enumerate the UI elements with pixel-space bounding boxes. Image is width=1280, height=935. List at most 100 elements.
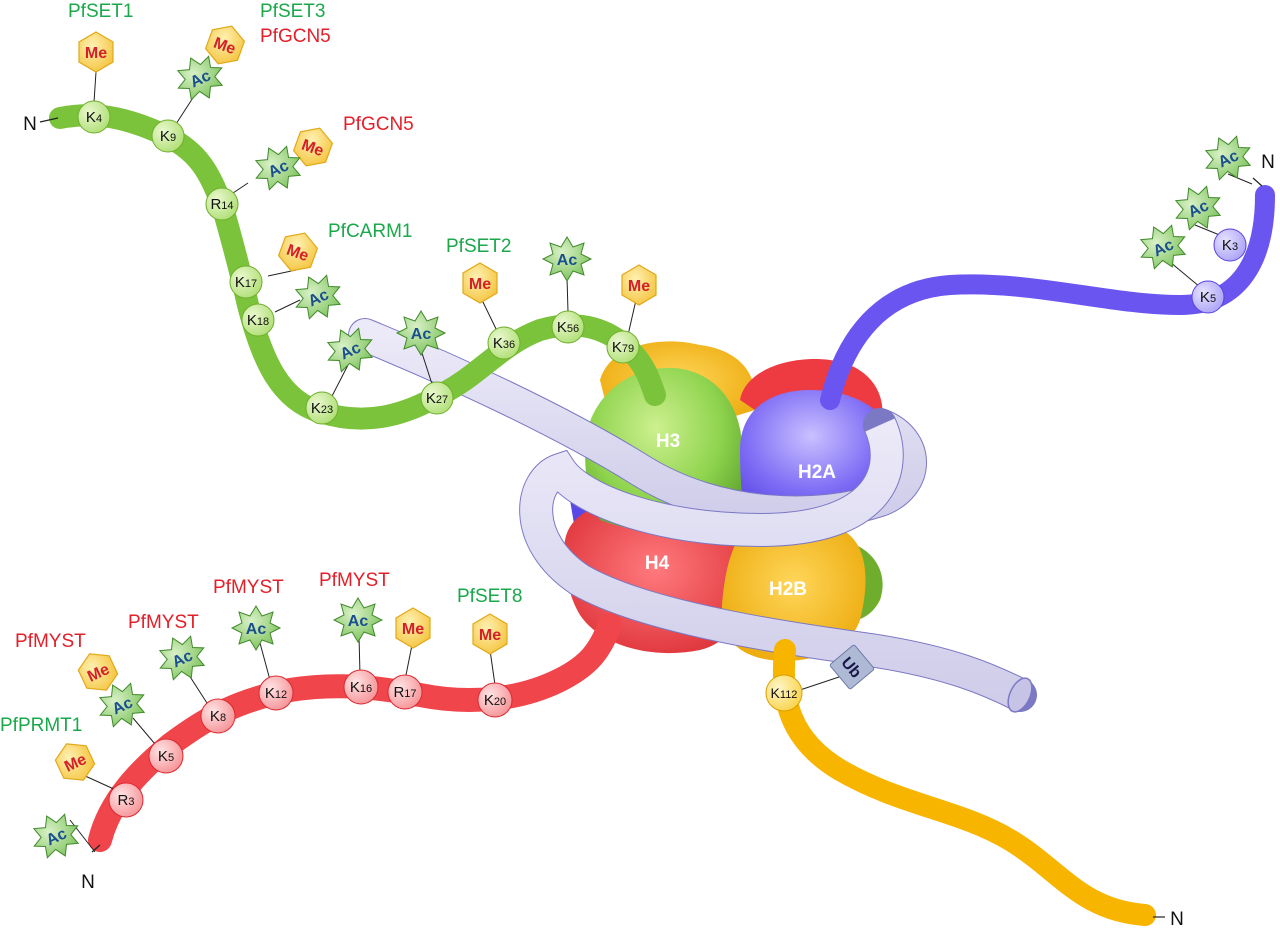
svg-text:K5: K5 bbox=[158, 748, 174, 765]
enzyme-pfset3: PfSET3 bbox=[260, 1, 325, 22]
h2b-k112-residue: K112 bbox=[765, 674, 803, 712]
h3k79-me-icon: Me bbox=[621, 264, 657, 306]
h4-r3-residue: R3 bbox=[108, 782, 144, 818]
h2a-nterm-ac-icon: Ac bbox=[1204, 135, 1252, 181]
residue-circles: K4 K9 R14 K17 K18 K23 K27 K36 K56 K79 K3… bbox=[77, 100, 1247, 818]
h4k20-me-icon: Me bbox=[472, 613, 508, 655]
enzyme-pfgcn5-b: PfGCN5 bbox=[343, 114, 414, 135]
h3k4-me-icon: Me bbox=[78, 31, 114, 73]
h3k36-me-icon: Me bbox=[462, 262, 498, 304]
enzyme-pfcarm1: PfCARM1 bbox=[328, 221, 412, 242]
enzyme-pfmyst-b: PfMYST bbox=[128, 612, 199, 633]
h4-k20-residue: K20 bbox=[477, 682, 513, 718]
svg-text:K8: K8 bbox=[210, 708, 226, 725]
h4k12-ac-icon: Ac bbox=[230, 605, 282, 651]
enzyme-pfset8: PfSET8 bbox=[457, 586, 522, 607]
h3k56-ac-icon: Ac bbox=[541, 236, 593, 282]
h3k27-ac-icon: Ac bbox=[395, 310, 447, 356]
h4-r17-residue: R17 bbox=[387, 674, 423, 710]
h3-n-terminus: N bbox=[23, 114, 37, 135]
h4k8-ac-icon: Ac bbox=[158, 635, 206, 681]
modification-links bbox=[69, 71, 1253, 853]
methyl-marks: Me Me Me Me Me Me Me Me bbox=[54, 25, 657, 781]
h3-k56-residue: K56 bbox=[551, 310, 585, 344]
h4r3-me-icon: Me bbox=[54, 743, 96, 781]
svg-text:K3: K3 bbox=[1222, 237, 1238, 254]
svg-text:K20: K20 bbox=[484, 692, 506, 709]
svg-text:Me: Me bbox=[402, 621, 424, 638]
svg-text:K27: K27 bbox=[426, 390, 448, 407]
h4-k16-residue: K16 bbox=[343, 669, 379, 705]
h3k23-ac-icon: Ac bbox=[326, 327, 374, 373]
svg-text:K18: K18 bbox=[247, 312, 269, 329]
svg-text:Me: Me bbox=[469, 276, 491, 293]
h3-label: H3 bbox=[656, 431, 680, 452]
svg-text:K12: K12 bbox=[265, 685, 287, 702]
svg-text:Me: Me bbox=[85, 45, 107, 62]
svg-text:Me: Me bbox=[299, 137, 326, 161]
h4r17-me-icon: Me bbox=[395, 607, 431, 649]
h3r14-ac-icon: Ac bbox=[254, 145, 302, 191]
h3-r14-residue: R14 bbox=[205, 187, 239, 221]
h3k17-me-icon: Me bbox=[277, 232, 319, 272]
enzyme-pfmyst-a: PfMYST bbox=[15, 631, 86, 652]
svg-text:Ac: Ac bbox=[348, 613, 369, 630]
h4k16-ac-icon: Ac bbox=[332, 597, 384, 643]
dna-end-cap bbox=[1007, 677, 1033, 713]
h3k9-me-icon: Me bbox=[204, 25, 246, 65]
h3-k18-residue: K18 bbox=[241, 303, 275, 337]
h3-k79-residue: K79 bbox=[606, 330, 640, 364]
svg-text:Me: Me bbox=[479, 627, 501, 644]
enzyme-pfgcn5-a: PfGCN5 bbox=[260, 26, 331, 47]
svg-text:Me: Me bbox=[284, 242, 311, 266]
h4k5-ac-icon: Ac bbox=[98, 682, 146, 728]
svg-text:K56: K56 bbox=[557, 319, 579, 336]
h3-k23-residue: K23 bbox=[305, 391, 339, 425]
h2ak5-ac-icon: Ac bbox=[1139, 224, 1187, 270]
svg-text:Me: Me bbox=[628, 278, 650, 295]
h4k5-me-icon: Me bbox=[77, 653, 119, 691]
h2ak3-ac-icon: Ac bbox=[1174, 185, 1222, 231]
h2a-k3-residue: K3 bbox=[1213, 228, 1247, 262]
h3-k4-residue: K4 bbox=[77, 100, 111, 134]
h2a-n-terminus: N bbox=[1261, 152, 1275, 173]
svg-text:R17: R17 bbox=[393, 684, 416, 701]
h2a-k5-residue: K5 bbox=[1191, 280, 1225, 314]
svg-text:K17: K17 bbox=[235, 274, 257, 291]
h3-k27-residue: K27 bbox=[420, 381, 454, 415]
acetyl-marks: Ac Ac Ac Ac Ac Ac Ac Ac bbox=[32, 55, 1252, 859]
h4-k5-residue: K5 bbox=[148, 738, 184, 774]
h3-k17-residue: K17 bbox=[229, 265, 263, 299]
h2b-label: H2B bbox=[769, 579, 807, 600]
h4-nterm-ac-icon: Ac bbox=[32, 813, 80, 859]
svg-text:Ac: Ac bbox=[411, 326, 432, 343]
h3k18-ac-icon: Ac bbox=[294, 274, 342, 320]
h3r14-me-icon: Me bbox=[292, 127, 334, 167]
enzyme-pfmyst-c: PfMYST bbox=[213, 577, 284, 598]
svg-text:K23: K23 bbox=[311, 400, 333, 417]
svg-text:R14: R14 bbox=[210, 196, 233, 213]
h4-label: H4 bbox=[645, 553, 670, 574]
h2b-tail bbox=[772, 639, 1156, 926]
h4-k12-residue: K12 bbox=[258, 675, 294, 711]
h4-n-terminus: N bbox=[81, 872, 95, 893]
svg-text:Me: Me bbox=[211, 35, 238, 59]
svg-text:K4: K4 bbox=[86, 109, 102, 126]
enzyme-pfmyst-d: PfMYST bbox=[319, 570, 390, 591]
h2b-n-terminus: N bbox=[1170, 909, 1184, 930]
svg-text:Ac: Ac bbox=[557, 252, 578, 269]
h3-k9-residue: K9 bbox=[151, 119, 185, 153]
h4-k8-residue: K8 bbox=[200, 698, 236, 734]
enzyme-pfprmt1: PfPRMT1 bbox=[0, 715, 82, 736]
h2bk112-ub-icon: Ub bbox=[829, 644, 875, 690]
dna-strand bbox=[348, 318, 1037, 713]
svg-text:K9: K9 bbox=[160, 128, 176, 145]
svg-text:K36: K36 bbox=[493, 335, 515, 352]
svg-text:K112: K112 bbox=[771, 685, 798, 701]
h2a-label: H2A bbox=[798, 462, 836, 483]
svg-text:K79: K79 bbox=[612, 339, 634, 356]
svg-text:Ac: Ac bbox=[246, 621, 267, 638]
h2a-tail bbox=[820, 185, 1275, 410]
svg-text:K5: K5 bbox=[1200, 289, 1216, 306]
h3k9-ac-icon: Ac bbox=[176, 55, 224, 101]
